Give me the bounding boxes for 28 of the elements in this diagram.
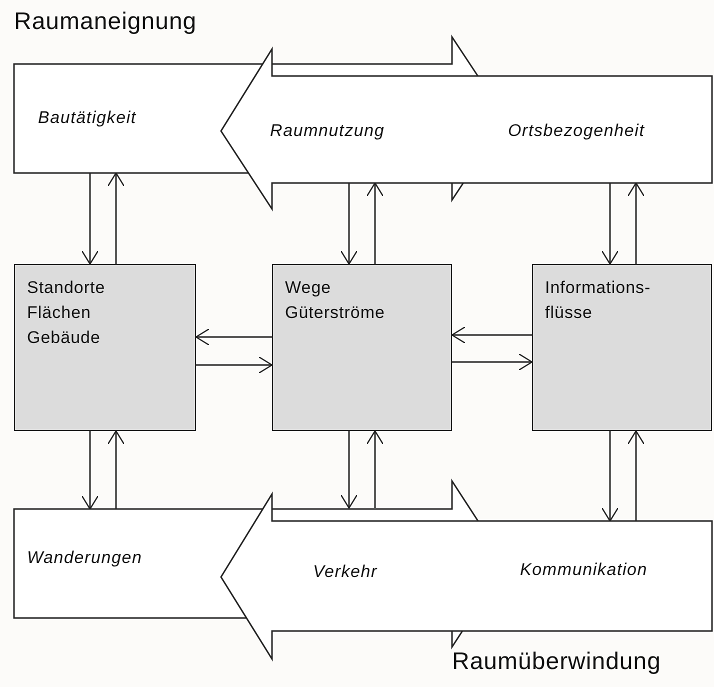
process-box [272, 264, 452, 431]
arrow-label: Kommunikation [520, 560, 648, 580]
arrow [340, 431, 358, 509]
arrow [340, 183, 358, 265]
arrow-label: Ortsbezogenheit [508, 121, 645, 141]
arrow [81, 431, 99, 510]
arrow [195, 328, 272, 346]
arrow [452, 353, 533, 371]
arrow [107, 172, 125, 264]
arrow [627, 430, 645, 521]
arrow [81, 173, 99, 265]
arrow [366, 182, 384, 264]
box-label: Informations-flüsse [545, 277, 652, 324]
process-box [532, 264, 712, 431]
arrow [196, 356, 273, 374]
arrow [107, 430, 125, 509]
heading-label: Raumüberwindung [452, 648, 661, 676]
arrow [627, 182, 645, 264]
arrow-label: Raumnutzung [270, 121, 385, 141]
heading-label: Raumaneignung [14, 8, 197, 36]
box-label: Wege Güterströme [285, 277, 385, 324]
process-box [14, 264, 196, 431]
arrow [366, 430, 384, 508]
arrow-label: Verkehr [313, 562, 378, 582]
box-label: Standorte Flächen Gebäude [27, 277, 106, 349]
arrow [451, 326, 532, 344]
arrow [601, 431, 619, 522]
arrow [601, 183, 619, 265]
